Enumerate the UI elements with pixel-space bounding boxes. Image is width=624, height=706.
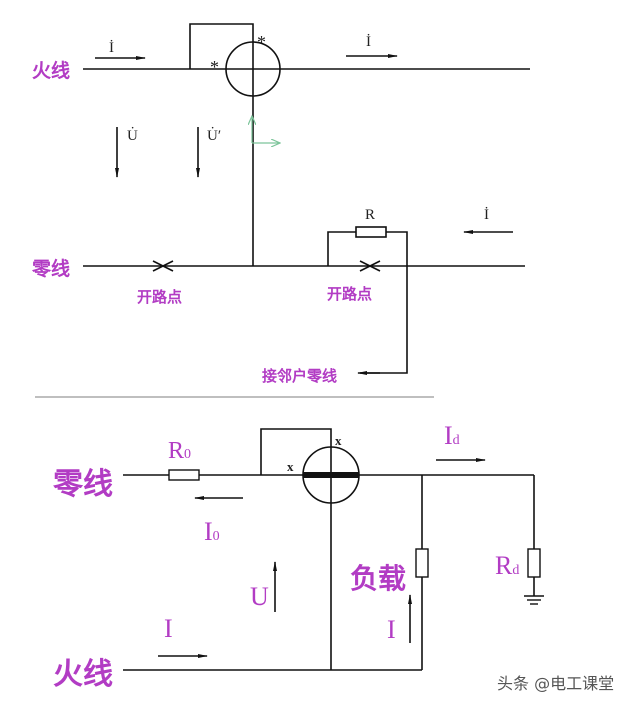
ground-icon (524, 595, 544, 605)
mark-x-1: x (287, 459, 294, 474)
neutral-line-label: 零线 (31, 257, 70, 280)
i-left-label: I (164, 614, 173, 643)
open-point-label-1: 开路点 (137, 288, 182, 306)
resistor-r-label: R (365, 207, 375, 223)
i0-label: I0 (204, 517, 220, 546)
u-label: U (250, 582, 269, 611)
mark-x-2: x (335, 433, 342, 448)
current-label-right: İ (366, 34, 371, 50)
ct-loop (189, 23, 254, 266)
load-label: 负载 (350, 562, 406, 595)
ct-loop-bottom (260, 428, 332, 670)
current-label-neighbor: İ (484, 207, 489, 223)
top-diagram: 火线 * * İ İ U̇ U̇′ 零线 开路点 开路点 R 接邻户零线 İ (31, 23, 530, 385)
open-point-label-2: 开路点 (327, 285, 372, 303)
bypass-wire (327, 231, 408, 374)
resistor-rd (527, 548, 541, 578)
r0-label: R0 (168, 438, 191, 464)
star-mark-2: * (257, 32, 266, 52)
star-mark-1: * (210, 57, 219, 77)
i-load-label: I (387, 615, 396, 644)
voltage-label-u-prime: U̇′ (207, 127, 221, 144)
neighbor-neutral-label: 接邻户零线 (262, 367, 337, 385)
watermark: 头条 @电工课堂 (497, 674, 614, 693)
fire-line-label-bottom: 火线 (53, 657, 113, 692)
resistor-r (355, 226, 387, 238)
open-point-mark-1 (152, 260, 174, 272)
current-label-left: İ (109, 40, 114, 56)
axis-gizmo-icon (252, 116, 280, 143)
fire-line-label: 火线 (32, 59, 70, 82)
open-point-mark-2 (359, 260, 381, 272)
resistor-r0 (168, 469, 200, 481)
voltage-label-u: U̇ (127, 127, 138, 144)
load-resistor (415, 548, 429, 578)
bottom-diagram: 零线 R0 x x I0 Id 负载 I U I 火线 Rd (53, 421, 544, 692)
current-transformer (225, 41, 281, 97)
neutral-line-label-bottom: 零线 (53, 467, 113, 502)
rd-label: Rd (495, 551, 519, 580)
id-label: Id (444, 421, 460, 450)
